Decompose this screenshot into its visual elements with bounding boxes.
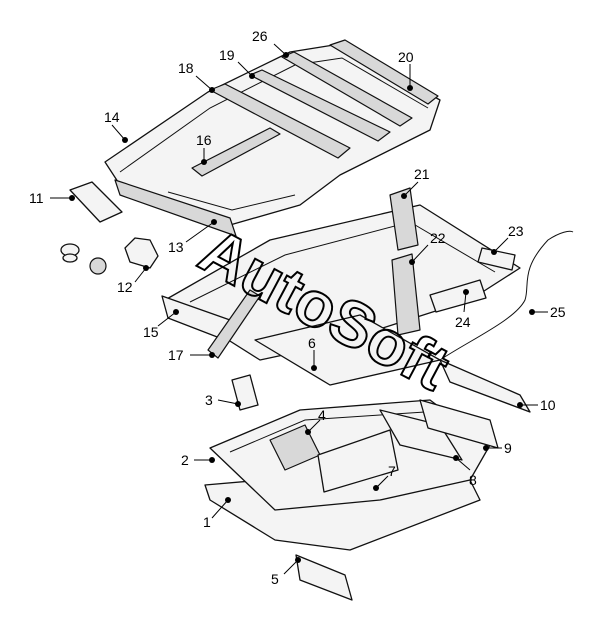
bracket-24 xyxy=(429,279,487,313)
bracket-12 xyxy=(124,237,159,269)
roof-bow-16 xyxy=(191,127,281,177)
member-7 xyxy=(317,429,399,493)
callout-8: 8 xyxy=(469,472,477,488)
callout-5: 5 xyxy=(271,571,279,587)
callout-2: 2 xyxy=(181,452,189,468)
callout-25: 25 xyxy=(550,304,566,320)
callout-11: 11 xyxy=(29,190,44,206)
bracket-11 xyxy=(69,181,123,223)
front-header-13 xyxy=(114,179,237,237)
roof-bow-18 xyxy=(209,83,351,159)
pillar-22 xyxy=(391,253,421,336)
callout-4: 4 xyxy=(318,407,326,423)
callout-3: 3 xyxy=(205,392,213,408)
rear-floor-panel xyxy=(164,204,521,361)
callout-16: 16 xyxy=(196,132,212,148)
pillar-21 xyxy=(389,187,419,251)
callout-1: 1 xyxy=(203,514,211,530)
callout-15: 15 xyxy=(143,324,159,340)
callout-19: 19 xyxy=(219,47,235,63)
callout-22: 22 xyxy=(430,230,446,246)
sill-10 xyxy=(439,359,531,413)
callout-24: 24 xyxy=(455,314,471,330)
callout-23: 23 xyxy=(508,223,524,239)
callout-17: 17 xyxy=(168,347,184,363)
callout-26: 26 xyxy=(252,28,268,44)
roof-bow-26 xyxy=(281,51,413,127)
callout-18: 18 xyxy=(178,60,194,76)
callout-12: 12 xyxy=(117,279,133,295)
callout-14: 14 xyxy=(104,109,120,125)
bracket-5 xyxy=(295,554,353,601)
roof-bow-19 xyxy=(249,69,391,142)
callout-7: 7 xyxy=(388,463,396,479)
cable-25 xyxy=(439,230,574,361)
callout-9: 9 xyxy=(504,440,512,456)
callout-21: 21 xyxy=(414,166,430,182)
grommet xyxy=(60,243,80,263)
bracket-23 xyxy=(477,247,516,271)
member-8 xyxy=(379,409,463,461)
callout-13: 13 xyxy=(168,239,184,255)
callout-6: 6 xyxy=(308,335,316,351)
plug xyxy=(89,257,107,275)
callout-20: 20 xyxy=(398,49,414,65)
callout-10: 10 xyxy=(540,397,556,413)
